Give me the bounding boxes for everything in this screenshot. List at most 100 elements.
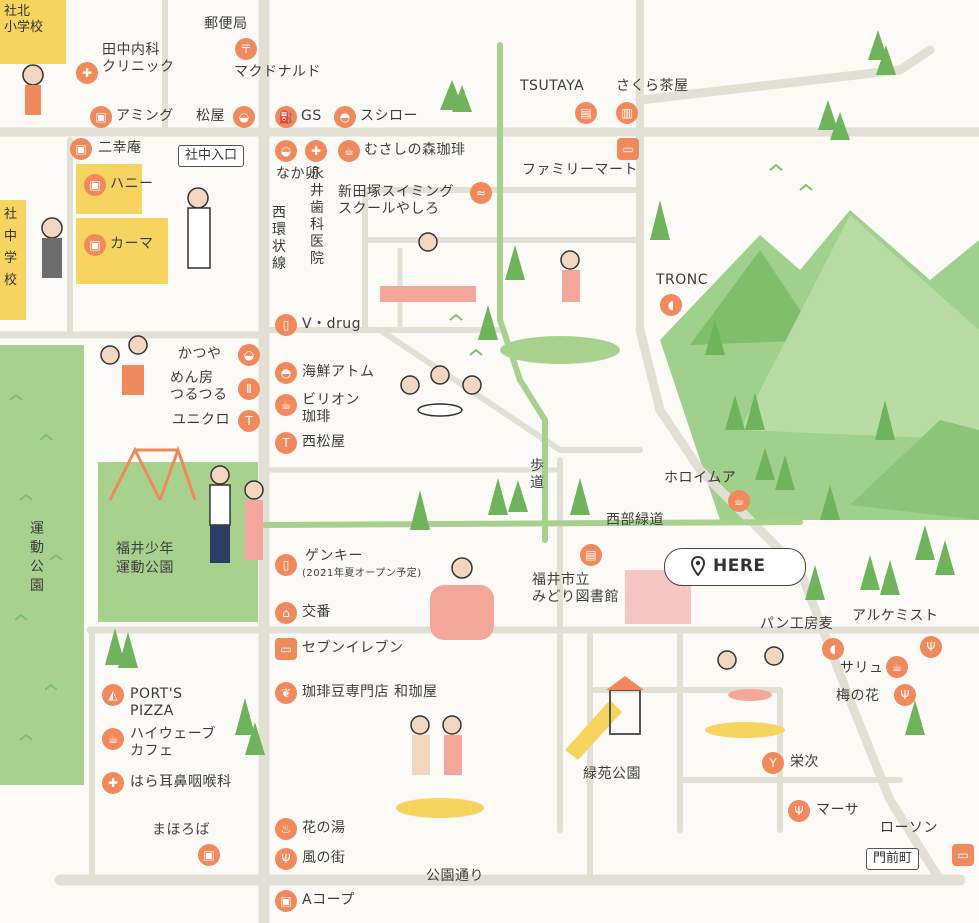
yoga-mat — [380, 286, 476, 302]
poi-honey: ハニー — [110, 176, 154, 192]
poi-uniqlo: ユニクロ — [172, 412, 230, 428]
road-label-nishi-kanjo: 西 環 状 線 — [272, 205, 287, 272]
bar-cocktail-icon[interactable]: Y — [762, 752, 784, 774]
poi-alchemist: アルケミスト — [852, 608, 939, 624]
poi-nishimatsuya: 西松屋 — [302, 434, 346, 450]
poi-acoop: Aコープ — [302, 892, 355, 908]
poi-horoimua: ホロイムア — [664, 470, 737, 486]
cafe-icon[interactable]: ☕ — [102, 728, 124, 750]
fukui-shonen-park-area — [98, 462, 258, 622]
poi-hara: はら耳鼻咽喉科 — [130, 774, 232, 790]
poi-katsuya: かつや — [178, 346, 222, 362]
monzenmachi-sign: 門前町 — [866, 848, 920, 870]
poi-library: 福井市立 みどり図書館 — [532, 572, 619, 605]
convenience-store-icon[interactable]: ▭ — [617, 138, 639, 160]
coffee-icon[interactable]: ☕ — [338, 140, 360, 162]
convenience-store-icon[interactable]: ▭ — [952, 844, 974, 866]
poi-seven: セブンイレブン — [302, 640, 404, 656]
poi-aming: アミング — [116, 108, 174, 124]
poi-kama: カーマ — [110, 236, 154, 252]
here-marker[interactable]: HERE — [664, 548, 806, 586]
clothing-icon[interactable]: T — [275, 432, 297, 454]
tea-icon[interactable]: ▥ — [616, 102, 638, 124]
swing-illustration — [108, 445, 197, 501]
police-box-icon[interactable]: ⌂ — [275, 602, 297, 624]
poi-niko: 二幸庵 — [98, 140, 142, 156]
restaurant-icon[interactable]: Ψ — [788, 800, 810, 822]
clothing-icon[interactable]: T — [238, 410, 260, 432]
poi-musashi: むさしの森珈琲 — [364, 142, 466, 158]
poi-nakau: なか卯 — [276, 166, 320, 182]
library-book-icon[interactable]: ▤ — [580, 544, 602, 566]
map-pin-icon — [691, 556, 705, 576]
restaurant-icon[interactable]: Ψ — [920, 636, 942, 658]
poi-kazenomachi: 風の街 — [302, 850, 346, 866]
poi-sarilu: サリュ — [840, 660, 884, 676]
hot-spring-icon[interactable]: ♨ — [275, 818, 297, 840]
poi-ports: PORT'S PIZZA — [130, 686, 183, 719]
poi-highwave: ハイウェーブ カフェ — [130, 726, 216, 759]
restaurant-icon[interactable]: Ψ — [894, 684, 916, 706]
walk-patch — [500, 336, 620, 364]
poi-sushiro: スシロー — [360, 108, 418, 124]
drugstore-icon[interactable]: ▯ — [275, 554, 297, 576]
poi-kaisen: 海鮮アトム — [302, 364, 375, 380]
poi-tanaka: 田中内科 クリニック — [102, 42, 175, 75]
poi-shinden: 新田塚スイミング スクールやしろ — [338, 184, 454, 217]
poi-tsutaya: TSUTAYA — [520, 78, 585, 94]
shopping-bag-icon[interactable]: ▣ — [70, 138, 92, 160]
poi-birion: ビリオン 珈琲 — [302, 392, 360, 425]
poi-mahoroba: まほろば — [152, 822, 210, 838]
road-label-seibu-ryokudo: 西部緑道 — [606, 512, 664, 528]
poi-sakura: さくら茶屋 — [616, 78, 689, 94]
shopping-bag-icon[interactable]: ▣ — [90, 106, 112, 128]
rice-bowl-icon[interactable]: ◒ — [238, 344, 260, 366]
bread-icon[interactable]: ◖ — [822, 638, 844, 660]
poi-eiji: 栄次 — [790, 754, 819, 770]
poi-vdrug: V・drug — [302, 316, 361, 332]
shopping-bag-icon[interactable]: ▣ — [84, 174, 106, 196]
shopping-bag-icon[interactable]: ▣ — [84, 234, 106, 256]
food-bowl-icon[interactable]: ◒ — [233, 106, 255, 128]
swimming-icon[interactable]: ≈ — [470, 182, 492, 204]
fish-icon[interactable]: ◓ — [275, 362, 297, 384]
clinic-icon[interactable]: ✚ — [305, 140, 327, 162]
here-label: HERE — [713, 556, 766, 576]
pharmacy-icon[interactable]: ▯ — [275, 314, 297, 336]
restaurant-icon[interactable]: Ψ — [275, 848, 297, 870]
poi-hananoyu: 花の湯 — [302, 820, 346, 836]
poi-matsuya: 松屋 — [196, 108, 225, 124]
clinic-icon[interactable]: ✚ — [102, 772, 124, 794]
clinic-icon[interactable]: ✚ — [76, 62, 98, 84]
post-office-icon[interactable]: 〒 — [235, 38, 257, 60]
poi-family: ファミリーマート — [522, 162, 638, 178]
poi-panko: パン工房麦 — [760, 616, 834, 632]
people-illustrations — [22, 64, 784, 775]
gas-station-icon[interactable]: ⛽ — [275, 106, 297, 128]
poi-yubinkyoku: 郵便局 — [204, 16, 248, 32]
book-icon[interactable]: ▤ — [575, 102, 597, 124]
coffee-icon[interactable]: ☕ — [728, 490, 750, 512]
coffee-icon[interactable]: ☕ — [275, 394, 297, 416]
pizza-icon[interactable]: ◭ — [102, 684, 124, 706]
stroll-patch — [396, 798, 484, 818]
poi-tronc: TRONC — [656, 272, 709, 288]
poi-umenohana: 梅の花 — [836, 688, 880, 704]
sha-kita-elementary-school: 社北 小学校 — [0, 0, 66, 64]
trees — [105, 30, 955, 755]
gift-icon[interactable]: ▣ — [198, 844, 220, 866]
park-label-fukui-shonen: 福井少年 運動公園 — [116, 541, 174, 576]
poi-nagai: 永 井 歯 科 医 院 — [310, 166, 325, 267]
coffee-icon[interactable]: ☕ — [886, 656, 908, 678]
bread-icon[interactable]: ◖ — [660, 294, 682, 316]
grass-marks — [9, 163, 813, 741]
rice-bowl-icon[interactable]: ◒ — [275, 140, 297, 162]
noodle-icon[interactable]: Ⅱ — [238, 378, 260, 400]
coffee-bean-icon[interactable]: ❦ — [275, 682, 297, 704]
convenience-store-icon[interactable]: ▭ — [275, 638, 297, 660]
supermarket-icon[interactable]: ▣ — [275, 890, 297, 912]
cafe-patch — [705, 722, 785, 738]
sushi-icon[interactable]: ◓ — [334, 106, 356, 128]
poi-masa: マーサ — [816, 802, 860, 818]
